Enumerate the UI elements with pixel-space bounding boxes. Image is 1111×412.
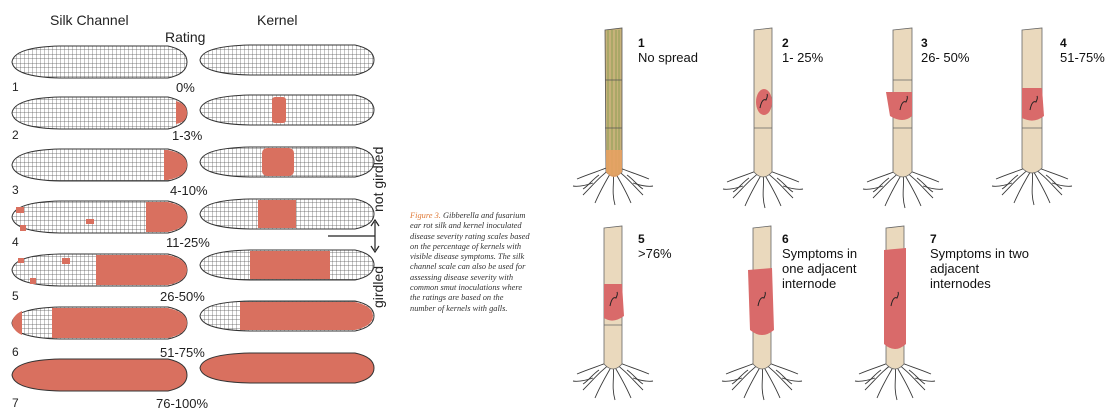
silk-ear-2 — [12, 97, 187, 129]
stalk-text: 1- 25% — [782, 50, 823, 65]
stalk-label-5: 5 >76% — [638, 232, 672, 261]
stalk-number: 7 — [930, 232, 1030, 246]
stalk-label-4: 4 51-75% — [1060, 36, 1105, 65]
figure-caption: Figure 3. Gibberella and fusarium ear ro… — [410, 211, 530, 314]
kernel-ear-3 — [200, 147, 374, 177]
kernel-ear-4 — [200, 199, 374, 229]
stalk-text: >76% — [638, 246, 672, 261]
silk-ear-5 — [12, 254, 187, 286]
stalk-label-1: 1 No spread — [638, 36, 698, 65]
silk-ear-7 — [12, 359, 187, 391]
stalk-text: 51-75% — [1060, 50, 1105, 65]
stalk-number: 4 — [1060, 36, 1105, 50]
stalk-text: 26- 50% — [921, 50, 969, 65]
stalk-number: 6 — [782, 232, 882, 246]
caption-text: Gibberella and fusarium ear rot silk and… — [410, 211, 530, 313]
kernel-ear-7 — [200, 353, 374, 383]
stalk-number: 5 — [638, 232, 672, 246]
kernel-ear-5 — [200, 250, 374, 280]
silk-ear-4 — [12, 201, 187, 233]
stalk-label-6: 6 Symptoms in one adjacent internode — [782, 232, 882, 291]
stalk-text: No spread — [638, 50, 698, 65]
stalk-text: Symptoms in one adjacent internode — [782, 246, 882, 291]
stalk-label-3: 3 26- 50% — [921, 36, 969, 65]
kernel-ear-2 — [200, 95, 374, 125]
silk-ear-3 — [12, 149, 187, 181]
stalk-number: 2 — [782, 36, 823, 50]
stalk-label-7: 7 Symptoms in two adjacent internodes — [930, 232, 1030, 291]
figure-label: Figure 3. — [410, 211, 441, 220]
kernel-ear-1 — [200, 45, 374, 75]
stalk-label-2: 2 1- 25% — [782, 36, 823, 65]
stalk-number: 1 — [638, 36, 698, 50]
stalk-number: 3 — [921, 36, 969, 50]
silk-ear-1 — [12, 46, 187, 78]
silk-ear-6 — [12, 307, 187, 339]
stalk-text: Symptoms in two adjacent internodes — [930, 246, 1030, 291]
kernel-ear-6 — [200, 301, 374, 331]
